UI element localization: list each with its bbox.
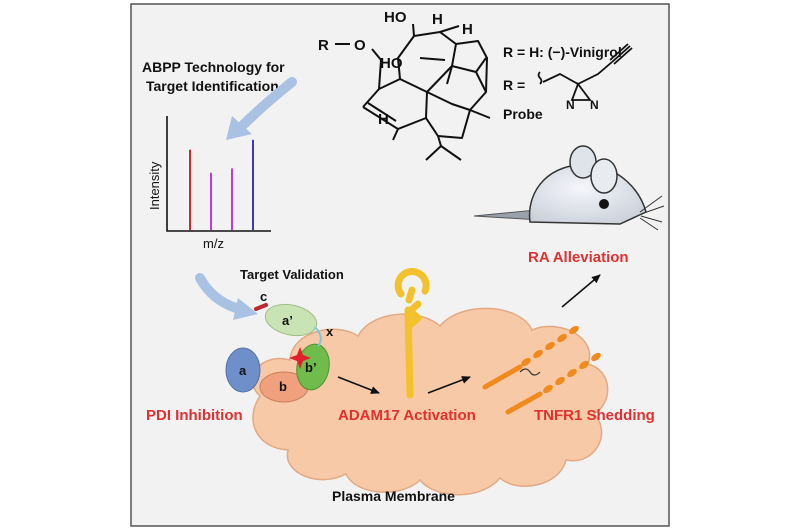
pdi-label-b-prime: b’ — [305, 360, 317, 375]
pdi-domain-a-prime — [264, 303, 318, 337]
diazirine-n-right: N — [590, 98, 599, 112]
plasma-membrane-cloud — [251, 307, 609, 496]
spectrum-xlabel: m/z — [203, 236, 224, 251]
probe-linker — [537, 43, 633, 101]
spectrum-ylabel: Intensity — [147, 161, 162, 210]
probe-r-prefix: R = — [503, 77, 525, 93]
h-label-bottom: H — [378, 111, 389, 128]
ho-label-top: HO — [384, 9, 407, 26]
r-group-legend: R = H: (−)-Vinigrol R = Probe N N — [503, 44, 622, 122]
mouse-illustration — [473, 145, 665, 231]
tnfr1-shedding-label: TNFR1 Shedding — [534, 407, 655, 424]
h-label-top1: H — [432, 11, 443, 28]
pdi-label-c: c — [260, 289, 267, 304]
binding-star — [289, 347, 311, 369]
probe-label: Probe — [503, 106, 543, 122]
pdi-domain-a — [225, 347, 261, 393]
arrow-adam17-to-tnfr1 — [427, 376, 471, 394]
ho-label-mid: HO — [380, 55, 403, 72]
mass-spectrum: Intensity m/z — [147, 116, 271, 251]
curved-arrow-to-spectrum — [226, 77, 297, 140]
plasma-membrane-label: Plasma Membrane — [332, 488, 455, 504]
pathway-arrows — [337, 274, 601, 394]
arrow-tnfr1-to-ra — [561, 274, 601, 308]
abpp-title: ABPP Technology for Target Identificatio… — [142, 59, 285, 94]
pdi-linker-x — [314, 326, 322, 347]
adam17-protein — [394, 268, 430, 399]
pdi-label-a-prime: a’ — [282, 313, 293, 328]
mouse-whiskers — [639, 195, 665, 231]
pdi-protein: c a’ x a b b’ — [225, 289, 334, 403]
mouse-eye — [599, 199, 609, 209]
vinigrol-structure — [335, 23, 491, 161]
r-group-label: R — [318, 37, 329, 54]
tnfr1-receptors — [482, 325, 601, 415]
diazirine-n-left: N — [566, 98, 575, 112]
spectrum-peaks — [189, 139, 254, 230]
abpp-line1: ABPP Technology for — [142, 59, 285, 75]
arrow-pdi-to-adam17 — [337, 376, 380, 394]
pdi-c-terminus — [254, 303, 268, 311]
abpp-line2: Target Identification — [146, 78, 279, 94]
pdi-domain-b-prime — [296, 343, 330, 391]
spectrum-axes — [166, 116, 271, 232]
pdi-label-a: a — [239, 363, 247, 378]
pdi-label-b: b — [279, 379, 287, 394]
target-validation-label: Target Validation — [240, 267, 344, 282]
mouse-ear-front — [590, 158, 618, 194]
vinigrol-definition: R = H: (−)-Vinigrol — [503, 44, 622, 60]
structure-labels: R O HO HO H H H — [318, 9, 473, 128]
h-label-top2: H — [462, 21, 473, 38]
curved-arrow-to-validation — [195, 273, 258, 320]
adam17-activation-label: ADAM17 Activation — [338, 407, 476, 424]
oxygen-label: O — [354, 37, 366, 54]
ra-alleviation-label: RA Alleviation — [528, 249, 629, 266]
pdi-label-x: x — [326, 324, 334, 339]
pdi-inhibition-label: PDI Inhibition — [146, 407, 243, 424]
